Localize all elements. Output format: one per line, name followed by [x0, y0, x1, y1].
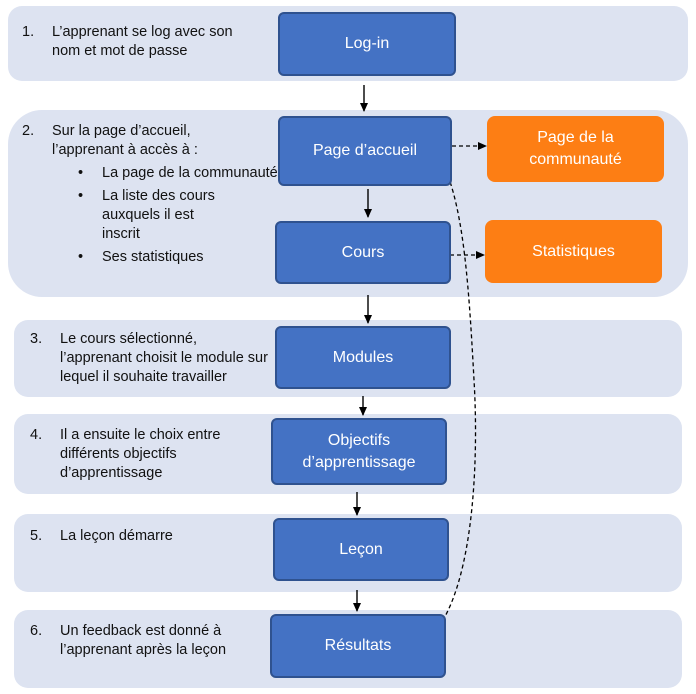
lecon-box[interactable]: Leçon: [273, 518, 449, 581]
page-accueil-box[interactable]: Page d’accueil: [278, 116, 452, 186]
lecon-label: Leçon: [339, 540, 383, 558]
step-description: Un feedback est donné à l’apprenant aprè…: [60, 623, 227, 658]
step-number: 4.: [30, 427, 43, 443]
page-accueil-label: Page d’accueil: [312, 142, 418, 159]
objectifs-label: Objectifs d’apprentissage: [302, 431, 416, 471]
bullet-item: • La liste des cours auxquels il est insc…: [78, 187, 278, 244]
step-description: L’apprenant se log avec son nom et mot d…: [52, 24, 233, 59]
step-number: 2.: [22, 123, 35, 139]
bullet-icon: •: [78, 249, 84, 265]
login-box[interactable]: Log-in: [278, 12, 456, 76]
step-description: Le cours sélectionné, l’apprenant choisi…: [60, 331, 268, 385]
bullet-item: • Ses statistiques: [78, 248, 278, 267]
bullet-text: Ses statistiques: [102, 249, 204, 265]
step-number: 1.: [22, 24, 35, 40]
resultats-box[interactable]: Résultats: [270, 614, 446, 678]
page-communaute-label: Page de la communauté: [529, 129, 622, 168]
statistiques-box[interactable]: Statistiques: [485, 220, 662, 283]
statistiques-label: Statistiques: [532, 242, 615, 260]
step-description: Sur la page d’accueil, l’apprenant à acc…: [52, 123, 198, 158]
bullet-text: La liste des cours auxquels il est inscr…: [102, 188, 215, 242]
bullet-icon: •: [78, 188, 84, 204]
login-label: Log-in: [344, 35, 390, 52]
bullet-item: • La page de la communauté: [78, 164, 278, 183]
page-communaute-box[interactable]: Page de la communauté: [487, 116, 664, 182]
objectifs-box[interactable]: Objectifs d’apprentissage: [271, 418, 447, 485]
step-number: 6.: [30, 623, 43, 639]
step-2-bullets: • La page de la communauté • La liste des …: [48, 164, 278, 271]
modules-box[interactable]: Modules: [275, 326, 451, 389]
modules-label: Modules: [332, 348, 394, 366]
step-number: 5.: [30, 528, 43, 544]
cours-box[interactable]: Cours: [275, 221, 451, 284]
step-number: 3.: [30, 331, 43, 347]
step-description: Il a ensuite le choix entre différents o…: [60, 427, 221, 481]
cours-label: Cours: [341, 243, 385, 261]
bullet-text: La page de la communauté: [102, 165, 278, 181]
bullet-icon: •: [78, 165, 84, 181]
resultats-label: Résultats: [324, 637, 392, 654]
feedback-loop-arrow: [411, 142, 477, 649]
step-description: La leçon démarre: [60, 528, 173, 544]
